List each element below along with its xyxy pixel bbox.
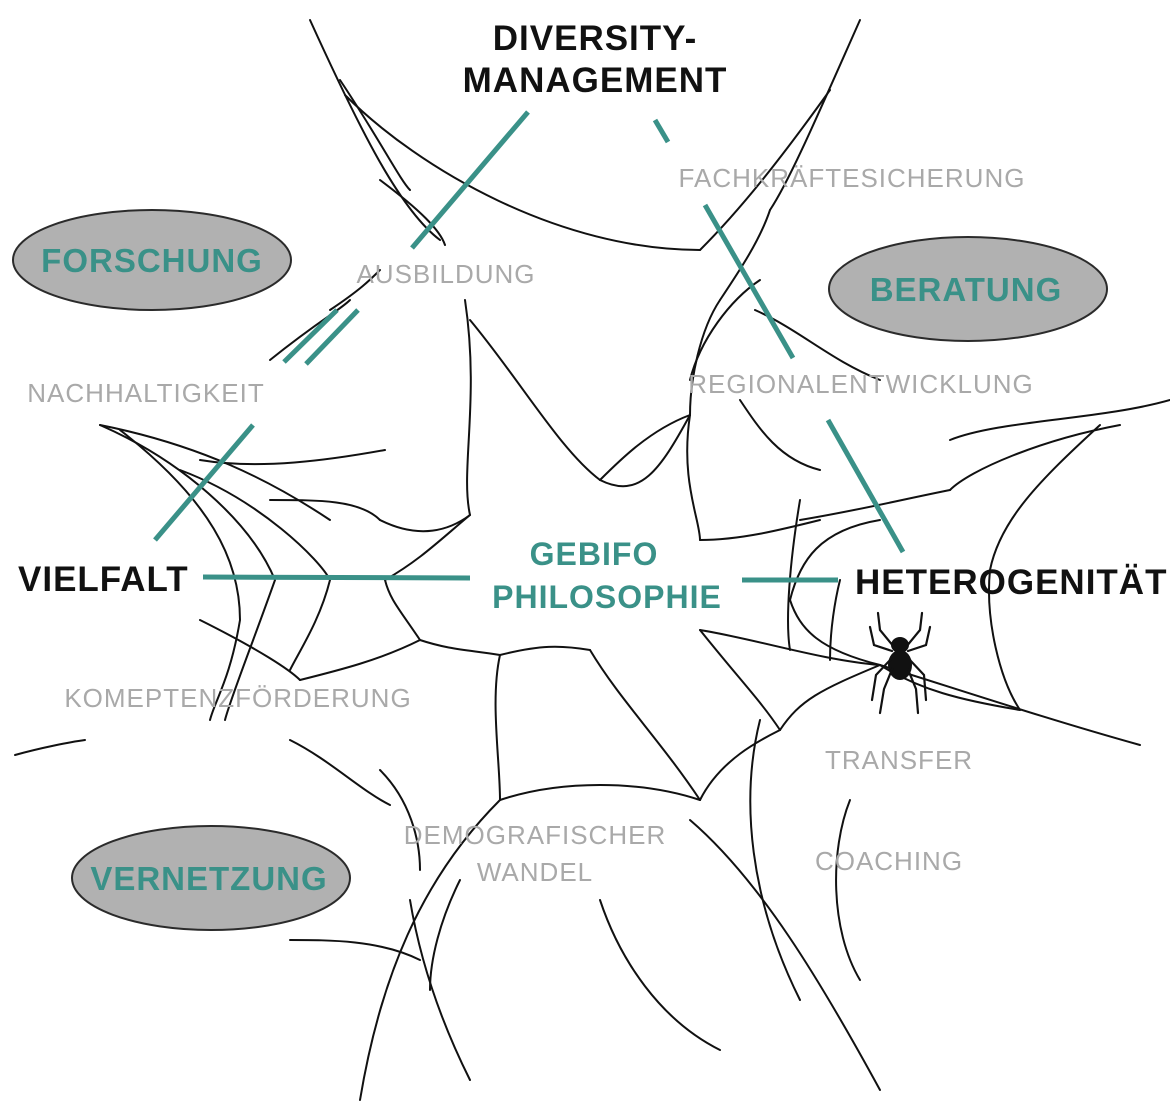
- key-diversity-line2: MANAGEMENT: [463, 61, 728, 100]
- pillar-vernetzung: VERNETZUNG: [71, 825, 351, 931]
- connector-ausbildung-nachhaltigkeit-b: [304, 308, 360, 366]
- topic-demografisch-line1: DEMOGRAFISCHER: [404, 820, 666, 850]
- pillar-beratung: BERATUNG: [828, 236, 1108, 342]
- pillar-vernetzung-label: VERNETZUNG: [90, 860, 327, 897]
- connector-ausbildung-nachhaltigkeit-a: [282, 308, 339, 364]
- topic-fachkraefte: FACHKRÄFTESICHERUNG: [679, 163, 1026, 193]
- spider-web: [14, 19, 1170, 1101]
- topic-regional: REGIONALENTWICKLUNG: [688, 369, 1034, 399]
- topic-coaching: COACHING: [815, 846, 963, 876]
- topic-transfer: TRANSFER: [825, 745, 973, 775]
- connector-diversity-fachkraefte: [652, 118, 671, 144]
- connector-nachhaltigkeit-vielfalt: [153, 423, 255, 542]
- connector-vielfalt-center: [202, 574, 471, 581]
- key-vielfalt: VIELFALT: [18, 560, 189, 599]
- connector-fachkraefte-regional: [702, 203, 796, 360]
- pillar-forschung-label: FORSCHUNG: [41, 242, 263, 279]
- topic-ausbildung: AUSBILDUNG: [356, 259, 535, 289]
- pillar-forschung: FORSCHUNG: [12, 209, 292, 311]
- topic-kompetenz: KOMEPTENZFÖRDERUNG: [64, 683, 411, 713]
- connectors: [153, 110, 906, 583]
- connector-regional-heterogenitaet: [825, 418, 906, 554]
- spider-icon: [868, 611, 932, 715]
- topic-nachhaltigkeit: NACHHALTIGKEIT: [27, 378, 264, 408]
- topic-demografisch-line2: WANDEL: [477, 857, 593, 887]
- oval-vernetzung: [71, 825, 351, 931]
- center-line2: PHILOSOPHIE: [492, 579, 722, 615]
- connector-diversity-ausbildung: [410, 110, 530, 250]
- center-line1: GEBIFO: [530, 536, 659, 572]
- key-heterogenitaet: HETEROGENITÄT: [855, 563, 1167, 602]
- pillar-beratung-label: BERATUNG: [870, 271, 1063, 308]
- oval-beratung: [828, 236, 1108, 342]
- oval-forschung: [12, 209, 292, 311]
- key-diversity-line1: DIVERSITY-: [493, 19, 697, 58]
